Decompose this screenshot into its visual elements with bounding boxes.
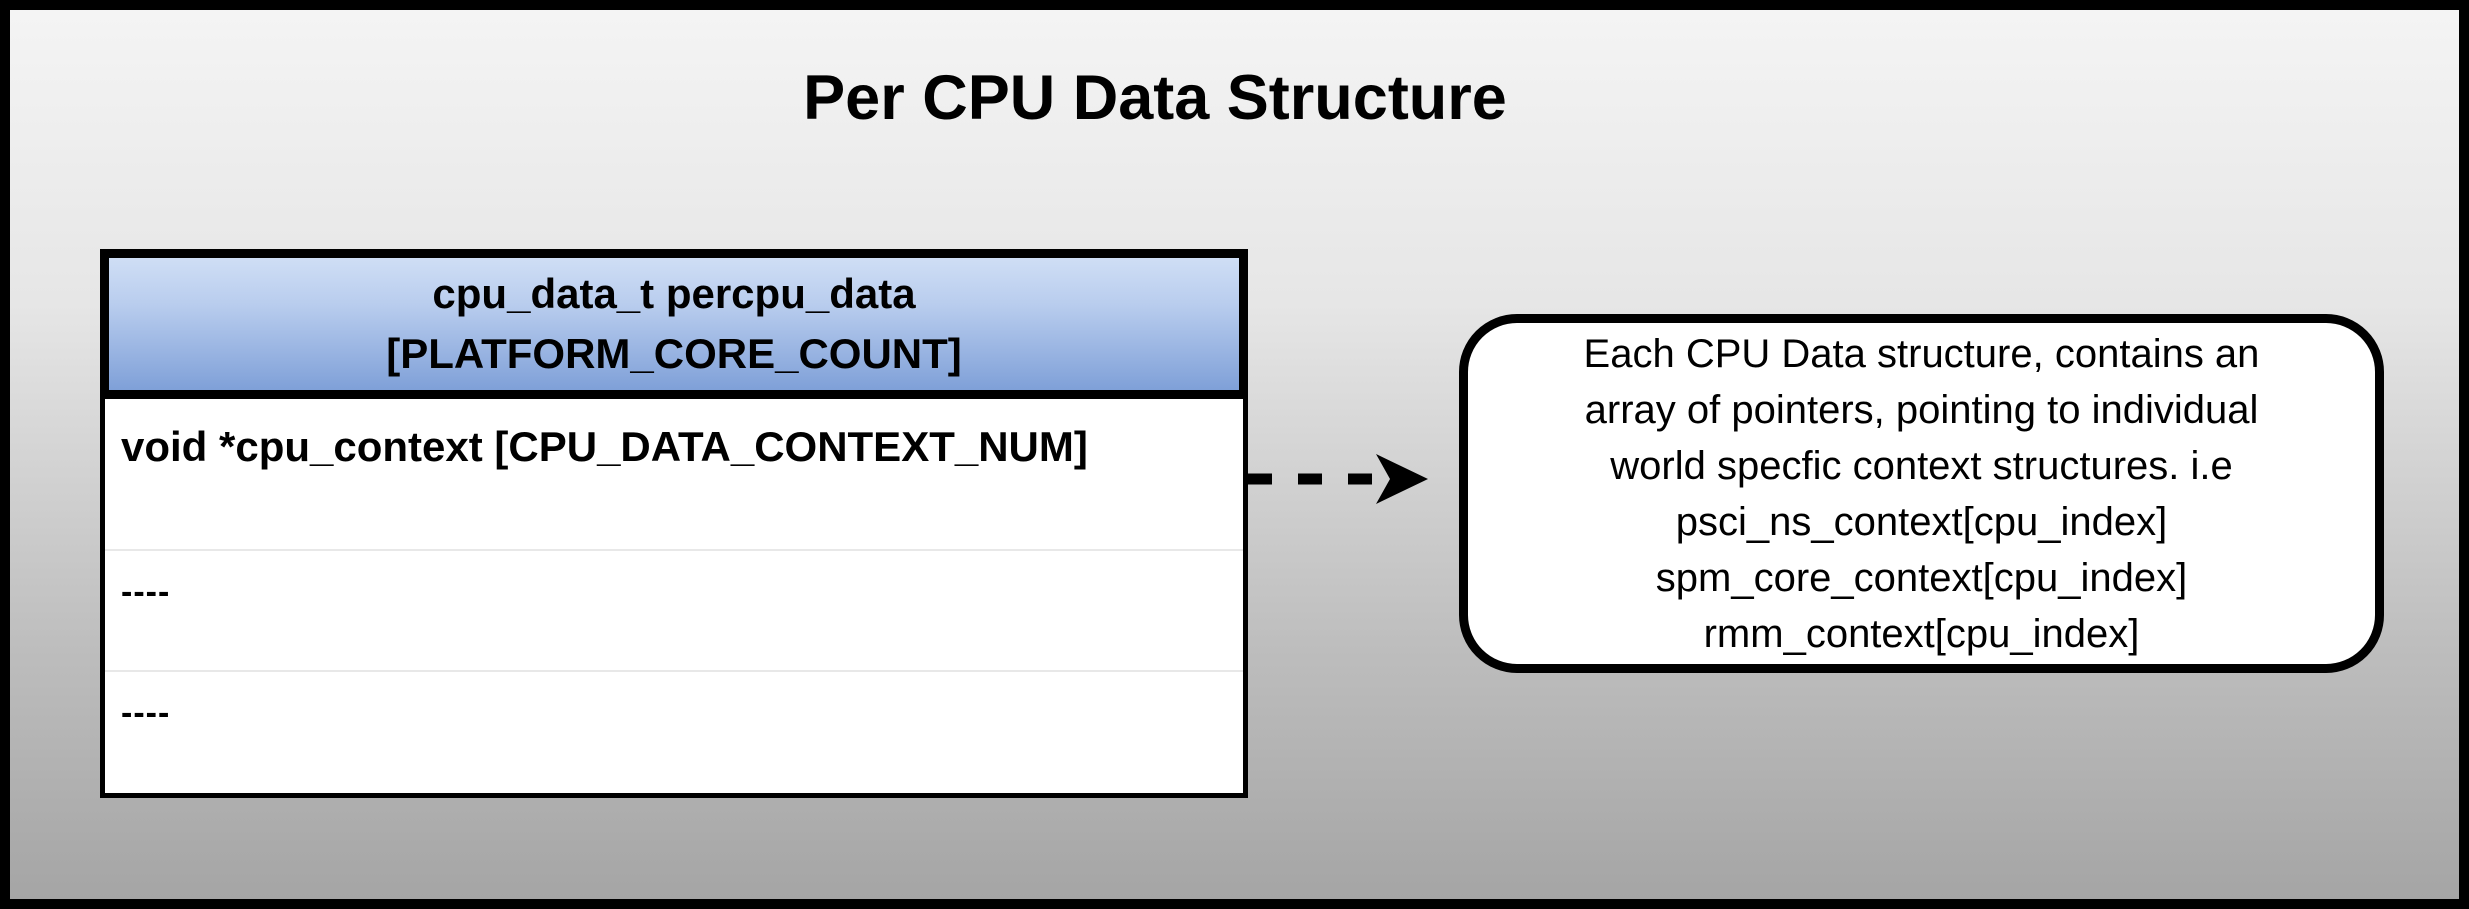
note-line: Each CPU Data structure, contains an <box>1583 331 2260 376</box>
table-header: cpu_data_t percpu_data [PLATFORM_CORE_CO… <box>100 249 1248 399</box>
note-line: rmm_context[cpu_index] <box>1703 611 2140 656</box>
arrowhead-icon <box>1376 454 1428 504</box>
page-title: Per CPU Data Structure <box>803 63 1507 133</box>
table-body: void *cpu_context [CPU_DATA_CONTEXT_NUM]… <box>100 399 1248 798</box>
note-line: array of pointers, pointing to individua… <box>1584 387 2259 432</box>
note-line: psci_ns_context[cpu_index] <box>1675 499 2168 544</box>
note-line: spm_core_context[cpu_index] <box>1655 555 2188 600</box>
table-row-cpu-context: void *cpu_context [CPU_DATA_CONTEXT_NUM] <box>105 399 1243 551</box>
annotation-note-box: Each CPU Data structure, contains an arr… <box>1459 314 2384 673</box>
dashed-connector-arrow <box>1248 454 1428 504</box>
table-header-line1: cpu_data_t percpu_data <box>432 270 916 317</box>
percpu-data-table: cpu_data_t percpu_data [PLATFORM_CORE_CO… <box>100 249 1248 798</box>
table-row-placeholder-2: ---- <box>121 694 171 732</box>
table-header-line2: [PLATFORM_CORE_COUNT] <box>386 330 962 377</box>
note-line: world specfic context structures. i.e <box>1610 443 2233 488</box>
table-row-placeholder-1: ---- <box>105 551 1243 672</box>
